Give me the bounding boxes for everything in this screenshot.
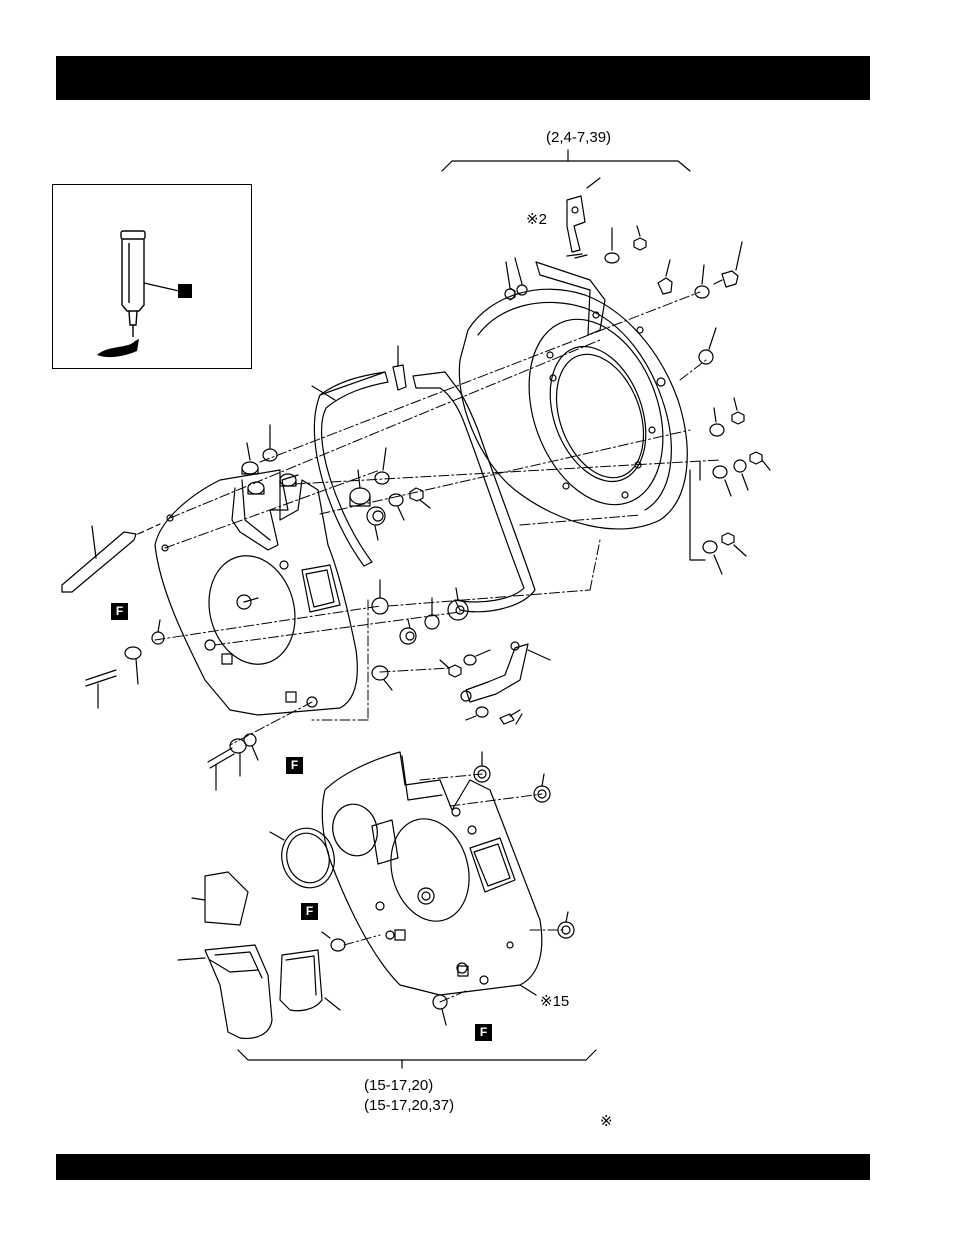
center-lines	[155, 292, 720, 1002]
assembly-bottom-label-1: (15-17,20)	[364, 1078, 433, 1093]
f-flag-box: F	[301, 903, 318, 920]
bushings-washers	[86, 425, 468, 708]
assembly-bracket-bottom	[238, 1050, 596, 1068]
assembly-bottom-label-2: (15-17,20,37)	[364, 1098, 454, 1113]
bearing-housing	[459, 262, 687, 529]
link-arm	[440, 642, 550, 724]
filter-pad	[192, 872, 248, 925]
note-15-label: ※15	[540, 994, 569, 1009]
lower-fasteners	[208, 734, 258, 790]
o-ring	[270, 822, 341, 893]
grommets	[322, 752, 574, 1025]
side-plate-upper	[155, 470, 357, 715]
intake-duct	[178, 945, 272, 1038]
assembly-bracket-top	[442, 150, 690, 171]
mounting-bracket	[567, 178, 600, 256]
mesh-screen	[280, 950, 340, 1011]
assembly-top-label: (2,4-7,39)	[546, 130, 611, 145]
housing-hardware	[505, 226, 770, 574]
note-2-label: ※2	[526, 212, 547, 227]
f-flag-box: F	[286, 757, 303, 774]
footnote-mark: ※	[600, 1114, 613, 1129]
f-flag-box: F	[475, 1024, 492, 1041]
side-plate-lower	[322, 752, 542, 995]
lever-arm	[62, 524, 160, 592]
f-flag-box: F	[111, 603, 128, 620]
